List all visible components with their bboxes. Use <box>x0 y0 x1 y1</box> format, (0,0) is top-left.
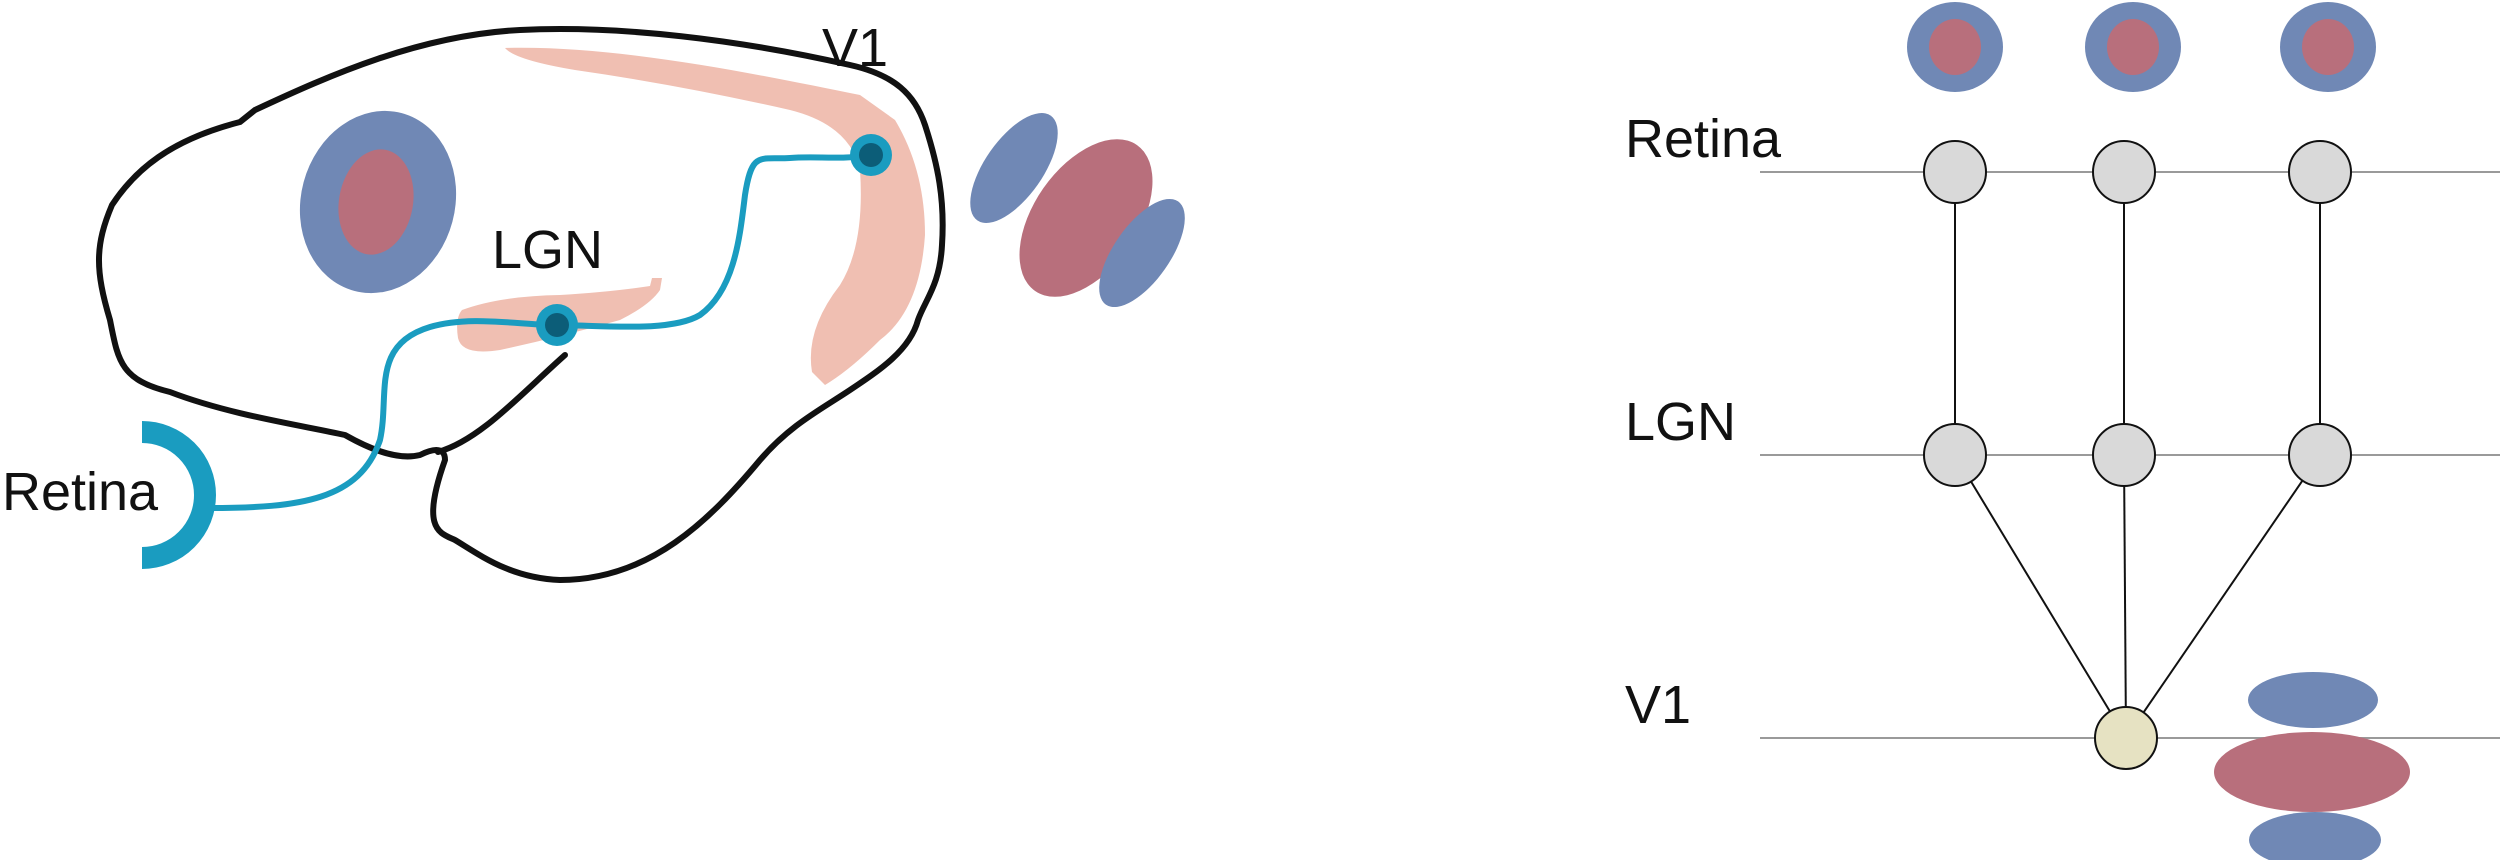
lgn-layer-label: LGN <box>1625 392 1736 452</box>
brain-schematic: V1 LGN Retina <box>2 18 1185 583</box>
retina-field-icon <box>1907 2 2003 92</box>
v1-layer-label: V1 <box>1625 675 1691 735</box>
connection-line <box>1954 454 2127 739</box>
retina-node <box>1923 140 1987 204</box>
retina-node <box>2092 140 2156 204</box>
v1-field-icon <box>2214 672 2410 860</box>
connection-line <box>2123 454 2127 739</box>
retina-label: Retina <box>2 462 159 522</box>
v1-label: V1 <box>822 18 888 78</box>
center-surround-field-icon <box>299 110 457 294</box>
brain-fissure <box>435 352 568 455</box>
network-model: Retina LGN V1 <box>1625 2 2500 860</box>
connection-line <box>2125 454 2321 739</box>
retina-field-icon <box>2280 2 2376 92</box>
retina-field-icon <box>2085 2 2181 92</box>
lgn-node <box>2288 423 2352 487</box>
brain-outline <box>96 26 946 583</box>
lgn-node <box>1923 423 1987 487</box>
retina-eye-icon <box>141 421 216 569</box>
lgn-label: LGN <box>492 220 603 280</box>
v1-neuron <box>850 134 892 176</box>
v1-node <box>2094 706 2158 770</box>
lgn-node <box>2092 423 2156 487</box>
retina-layer-label: Retina <box>1625 109 1782 169</box>
lgn-neuron <box>536 304 578 346</box>
oriented-field-icon <box>970 112 1185 308</box>
retina-node <box>2288 140 2352 204</box>
